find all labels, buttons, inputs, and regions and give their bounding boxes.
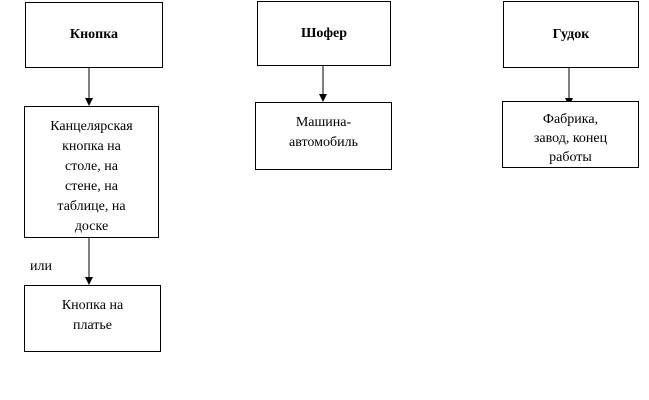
word-box-shofer: Шофер — [257, 1, 391, 66]
meaning-box-knopka-1: Канцелярская кнопка на столе, на стене, … — [24, 106, 159, 238]
word-knopka-label: Кнопка — [69, 27, 119, 42]
meaning-shofer-text: Машина- автомобиль — [289, 115, 358, 150]
meaning-box-gudok: Фабрика, завод, конец работы — [502, 101, 639, 168]
meaning-box-knopka-2: Кнопка на платье — [24, 285, 161, 352]
connector-label-ili: или — [30, 259, 52, 274]
word-box-knopka: Кнопка — [25, 2, 163, 68]
meaning-box-shofer: Машина- автомобиль — [255, 102, 392, 170]
meaning-knopka-2-text: Кнопка на платье — [61, 298, 124, 333]
word-shofer-label: Шофер — [300, 25, 348, 41]
word-box-gudok: Гудок — [503, 1, 639, 68]
meaning-gudok-text: Фабрика, завод, конец работы — [533, 112, 608, 165]
word-gudok-label: Гудок — [552, 26, 590, 42]
meaning-knopka-1-text: Канцелярская кнопка на столе, на стене, … — [50, 119, 133, 234]
